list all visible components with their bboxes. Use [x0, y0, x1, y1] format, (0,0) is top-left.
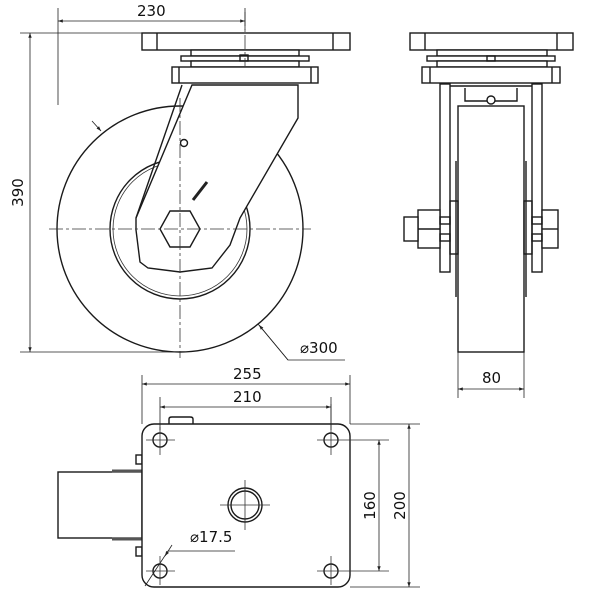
- mounting-plate: [141, 423, 351, 588]
- dim-hole-spacing-length: 210: [233, 388, 262, 406]
- dim-plate-length: 255: [233, 365, 262, 383]
- dim-wheel-width: 80: [482, 369, 502, 387]
- plate-view: [57, 375, 420, 588]
- wheel-front: [457, 105, 525, 353]
- dim-plate-width: 200: [390, 491, 409, 520]
- top-plate-side: [141, 32, 351, 51]
- dim-overall-height: 390: [8, 178, 27, 207]
- brand-logo-icon: [191, 181, 209, 201]
- dim-hole-diameter: ⌀17.5: [190, 528, 233, 546]
- fork-leg-left: [439, 83, 451, 273]
- fork-leg: [135, 84, 299, 273]
- dim-hole-spacing-width: 160: [360, 491, 379, 520]
- front-view: [403, 32, 574, 398]
- side-view: [20, 8, 351, 361]
- dim-offset-width: 230: [137, 2, 166, 20]
- dim-wheel-diameter: ⌀300: [300, 339, 338, 357]
- fork-leg-right: [531, 83, 543, 273]
